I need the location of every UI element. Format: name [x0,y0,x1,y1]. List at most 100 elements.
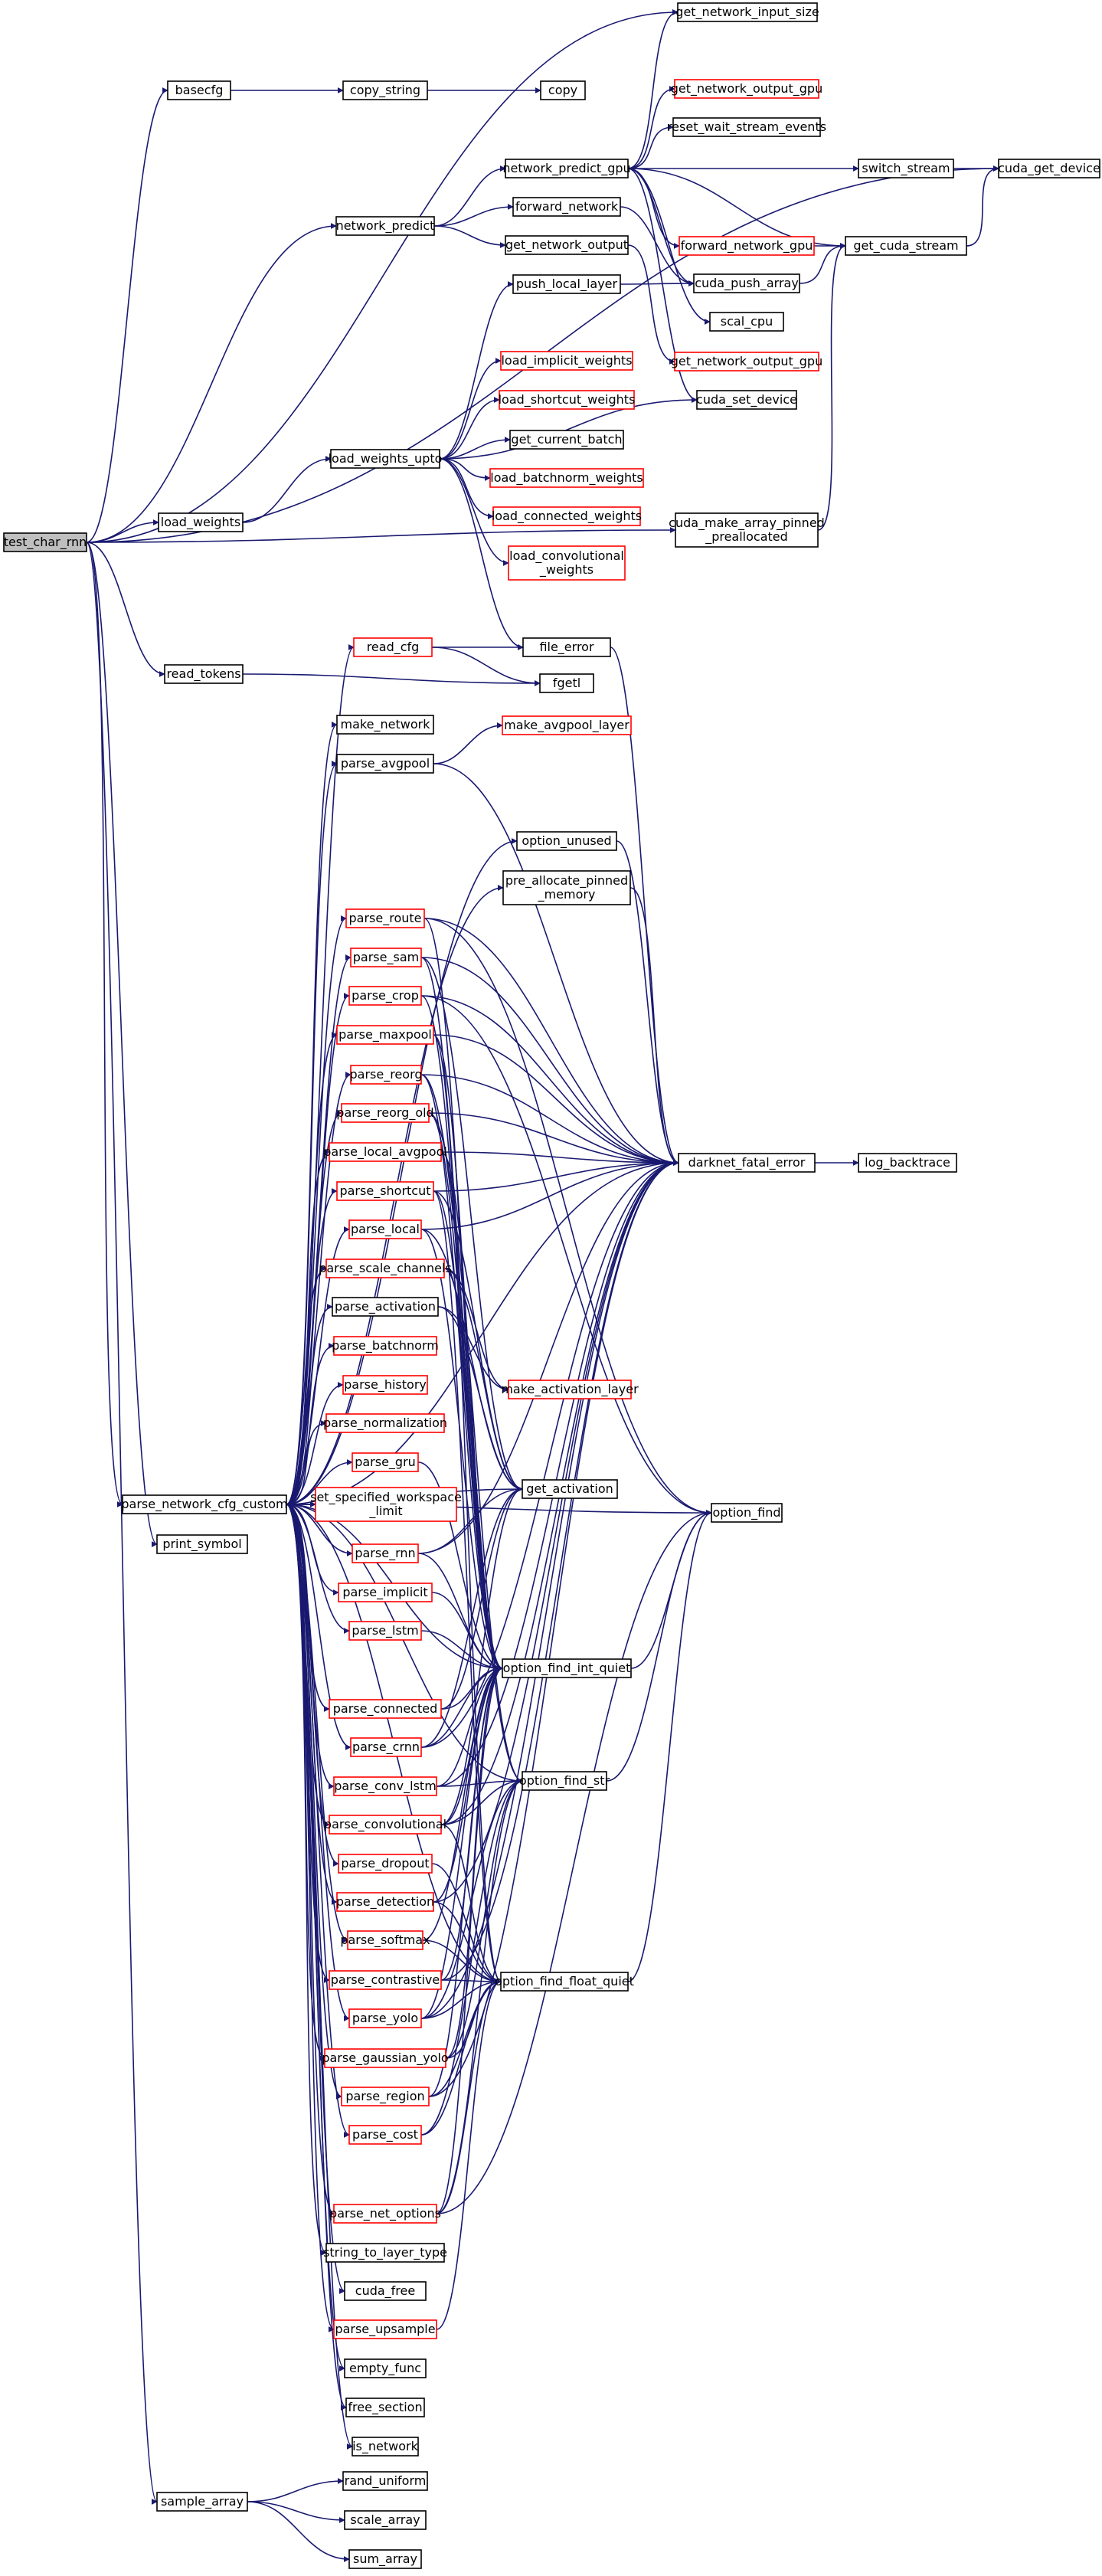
node-option-find[interactable]: option_find [711,1503,783,1523]
node-network-predict[interactable]: network_predict [335,216,435,236]
node-load-implicit-weights[interactable]: load_implicit_weights [500,351,633,371]
node-parse-convolutional[interactable]: parse_convolutional [324,1815,446,1835]
node-make-avgpool-layer[interactable]: make_avgpool_layer [502,715,632,735]
node-load-shortcut-weights[interactable]: load_shortcut_weights [499,390,636,410]
node-box [672,117,821,137]
node-string-to-layer-type[interactable]: string_to_layer_type [323,2243,447,2263]
node-parse-rnn[interactable]: parse_rnn [352,1543,419,1563]
node-cuda-push-array[interactable]: cuda_push_array [693,273,800,293]
node-parse-reorg-old[interactable]: parse_reorg_old [336,1103,434,1123]
node-scal-cpu[interactable]: scal_cpu [709,312,784,332]
node-free-section[interactable]: free_section [345,2398,425,2417]
node-option-unused[interactable]: option_unused [516,831,617,851]
node-push-local-layer[interactable]: push_local_layer [512,274,621,294]
node-parse-route[interactable]: parse_route [345,908,425,928]
node-parse-shortcut[interactable]: parse_shortcut [336,1181,434,1201]
node-sum-array[interactable]: sum_array [348,2549,422,2569]
node-parse-gru[interactable]: parse_gru [352,1452,419,1472]
node-cuda-set-device[interactable]: cuda_set_device [696,390,797,410]
node-pre-allocate-pinned-memory[interactable]: pre_allocate_pinned_memory [502,870,631,905]
node-parse-dropout[interactable]: parse_dropout [338,1854,433,1874]
node-switch-stream[interactable]: switch_stream [858,159,954,178]
node-option-find-str[interactable]: option_find_str [519,1771,610,1791]
node-make-network[interactable]: make_network [336,715,434,735]
node-parse-lstm[interactable]: parse_lstm [348,1621,422,1641]
node-parse-reorg[interactable]: parse_reorg [349,1065,423,1085]
node-file-error[interactable]: file_error [522,637,611,657]
node-log-backtrace[interactable]: log_backtrace [858,1153,957,1173]
node-parse-avgpool[interactable]: parse_avgpool [336,754,434,774]
node-parse-scale-channels[interactable]: parse_scale_channels [319,1259,452,1278]
node-parse-history[interactable]: parse_history [342,1375,428,1395]
node-get-network-output[interactable]: get_network_output [505,235,629,255]
node-copy[interactable]: copy [540,80,586,100]
node-darknet-fatal-error[interactable]: darknet_fatal_error [678,1153,816,1173]
node-parse-conv-lstm[interactable]: parse_conv_lstm [333,1776,437,1796]
node-label: copy [548,83,577,97]
edge-get_cuda_stream-to-cuda_get_device [966,165,999,247]
node-parse-softmax[interactable]: parse_softmax [340,1930,430,1950]
node-copy-string[interactable]: copy_string [342,80,428,100]
node-basecfg[interactable]: basecfg [167,80,231,100]
node-parse-network-cfg-custom[interactable]: parse_network_cfg_custom [121,1494,288,1514]
node-make-activation-layer[interactable]: make_activation_layer [501,1380,639,1399]
node-parse-region[interactable]: parse_region [341,2087,430,2106]
node-rand-uniform[interactable]: rand_uniform [342,2471,428,2491]
node-parse-normalization[interactable]: parse_normalization [323,1413,447,1433]
node-parse-net-options[interactable]: parse_net_options [329,2204,441,2224]
node-print-symbol[interactable]: print_symbol [156,1534,248,1554]
node-parse-crnn[interactable]: parse_crnn [350,1737,422,1757]
node-option-find-float-quiet[interactable]: option_find_float_quiet [495,1972,634,1992]
node-parse-activation[interactable]: parse_activation [332,1297,439,1317]
node-cuda-free[interactable]: cuda_free [344,2281,427,2301]
node-label: parse_lstm [352,1623,418,1638]
node-parse-yolo[interactable]: parse_yolo [348,2008,422,2028]
node-parse-upsample[interactable]: parse_upsample [333,2319,437,2339]
node-get-activation[interactable]: get_activation [522,1479,618,1499]
node-parse-local-avgpool[interactable]: parse_local_avgpool [323,1142,447,1162]
node-fgetl[interactable]: fgetl [539,673,594,693]
node-parse-contrastive[interactable]: parse_contrastive [329,1970,442,1990]
node-forward-network[interactable]: forward_network [512,197,621,217]
node-parse-implicit[interactable]: parse_implicit [338,1583,433,1602]
node-get-cuda-stream[interactable]: get_cuda_stream [845,236,967,256]
node-label: parse_gru [355,1455,416,1470]
node-load-connected-weights[interactable]: load_connected_weights [492,506,642,526]
node-get-network-input-size[interactable]: get_network_input_size [675,2,819,22]
edges [86,9,999,2562]
node-parse-detection[interactable]: parse_detection [336,1892,434,1912]
node-sample-array[interactable]: sample_array [156,2492,248,2512]
node-parse-sam[interactable]: parse_sam [350,948,422,967]
node-box [516,831,617,851]
node-parse-connected[interactable]: parse_connected [329,1699,442,1719]
node-parse-cost[interactable]: parse_cost [348,2125,422,2145]
node-load-batchnorm-weights[interactable]: load_batchnorm_weights [489,468,644,488]
node-read-tokens[interactable]: read_tokens [164,664,244,684]
node-get-current-batch[interactable]: get_current_batch [509,430,624,450]
edge-parse_network_cfg_custom-to-parse_yolo [286,1504,350,2021]
node-network-predict-gpu[interactable]: network_predict_gpu [502,159,631,178]
node-load-weights[interactable]: load_weights [158,512,244,532]
node-get-network-output-gpu[interactable]: get_network_output_gpu [671,79,822,99]
node-parse-batchnorm[interactable]: parse_batchnorm [332,1336,439,1356]
node-parse-gaussian-yolo[interactable]: parse_gaussian_yolo [322,2048,449,2068]
node-test-char-rnn[interactable]: test_char_rnn [3,532,87,552]
node-empty-func[interactable]: empty_func [344,2358,427,2378]
node-cuda-get-device[interactable]: cuda_get_device [998,159,1100,178]
node-box [345,908,425,928]
node-parse-local[interactable]: parse_local [348,1219,422,1239]
node-load-convolutional-weights[interactable]: load_convolutional_weights [508,545,626,581]
node-cuda-make-array-pinned-preallocated[interactable]: cuda_make_array_pinned_preallocated [669,512,825,548]
node-parse-maxpool[interactable]: parse_maxpool [336,1025,434,1045]
node-read-cfg[interactable]: read_cfg [353,637,433,657]
node-forward-network-gpu[interactable]: forward_network_gpu [679,236,815,256]
node-get-network-output-gpu[interactable]: get_network_output_gpu [671,352,822,372]
node-scale-array[interactable]: scale_array [344,2510,427,2530]
node-reset-wait-stream-events[interactable]: reset_wait_stream_events [667,117,826,137]
edge-network_predict_gpu-to-cuda_push_array [627,168,695,286]
node-set-specified-workspace-limit[interactable]: set_specified_workspace_limit [310,1487,462,1522]
node-parse-crop[interactable]: parse_crop [348,986,422,1006]
node-is-network[interactable]: is_network [352,2437,419,2457]
node-load-weights-upto[interactable]: load_weights_upto [329,449,443,469]
node-option-find-int-quiet[interactable]: option_find_int_quiet [502,1658,632,1678]
